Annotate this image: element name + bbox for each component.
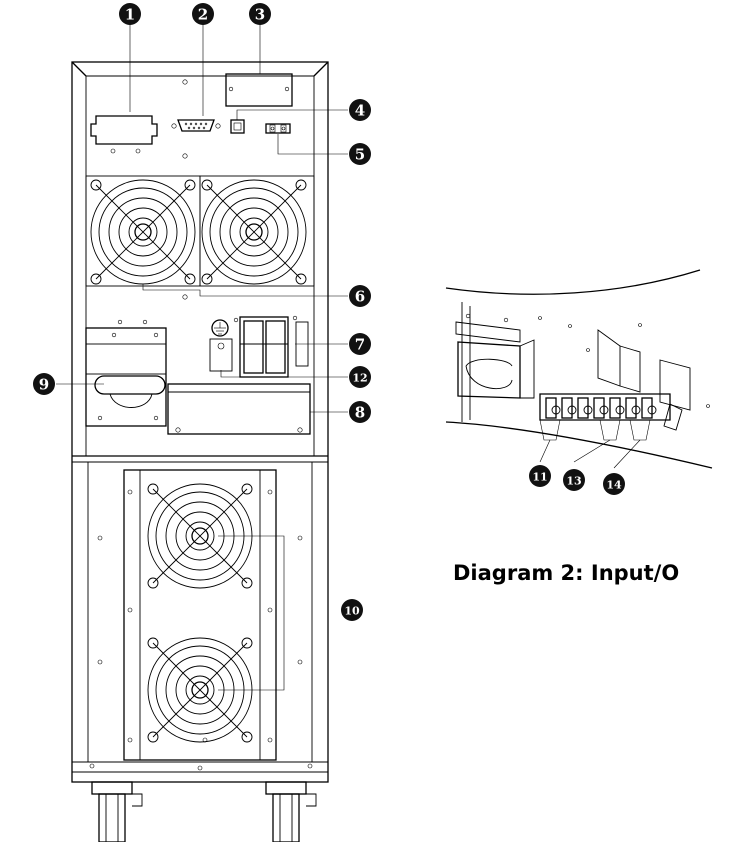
cooling-fans-upper — [85, 175, 315, 287]
svg-text:3: 3 — [255, 6, 265, 24]
top-plate — [225, 73, 293, 107]
callout-2: 2 — [192, 3, 214, 25]
svg-text:11: 11 — [532, 471, 547, 484]
usb-port — [230, 119, 245, 134]
svg-text:6: 6 — [355, 288, 365, 306]
svg-text:7: 7 — [355, 336, 365, 354]
svg-text:2: 2 — [198, 6, 208, 24]
callout-4: 4 — [349, 99, 371, 121]
output-breaker-area — [209, 315, 309, 378]
terminal-cover — [167, 383, 311, 435]
rs232-port — [171, 119, 221, 132]
callout-13: 13 — [563, 469, 585, 491]
callout-5: 5 — [349, 143, 371, 165]
svg-text:13: 13 — [566, 475, 581, 488]
callout-8: 8 — [349, 401, 371, 423]
svg-text:4: 4 — [355, 102, 365, 120]
casters — [91, 781, 317, 842]
svg-text:5: 5 — [355, 146, 365, 164]
callout-9: 9 — [33, 373, 55, 395]
callout-1: 1 — [119, 3, 141, 25]
svg-text:10: 10 — [344, 605, 360, 618]
ups-cabinet — [71, 61, 329, 783]
callout-11: 11 — [529, 465, 551, 487]
svg-text:1: 1 — [125, 6, 135, 24]
callout-14: 14 — [603, 473, 625, 495]
diagram-caption: Diagram 2: Input/O — [453, 561, 680, 585]
input-breaker-area — [85, 319, 167, 427]
terminal-detail-view — [445, 269, 713, 469]
intelligent-slot — [90, 115, 158, 154]
callout-12: 12 — [349, 366, 371, 388]
svg-text:8: 8 — [355, 404, 365, 422]
callout-7: 7 — [349, 333, 371, 355]
svg-text:14: 14 — [606, 479, 622, 492]
cooling-fans-lower — [97, 469, 303, 761]
leader-lines-left — [56, 24, 348, 691]
callout-3: 3 — [249, 3, 271, 25]
svg-text:12: 12 — [352, 372, 367, 385]
epo-terminal — [265, 123, 291, 134]
callout-10: 10 — [341, 599, 363, 621]
svg-text:9: 9 — [39, 376, 49, 394]
callout-6: 6 — [349, 285, 371, 307]
